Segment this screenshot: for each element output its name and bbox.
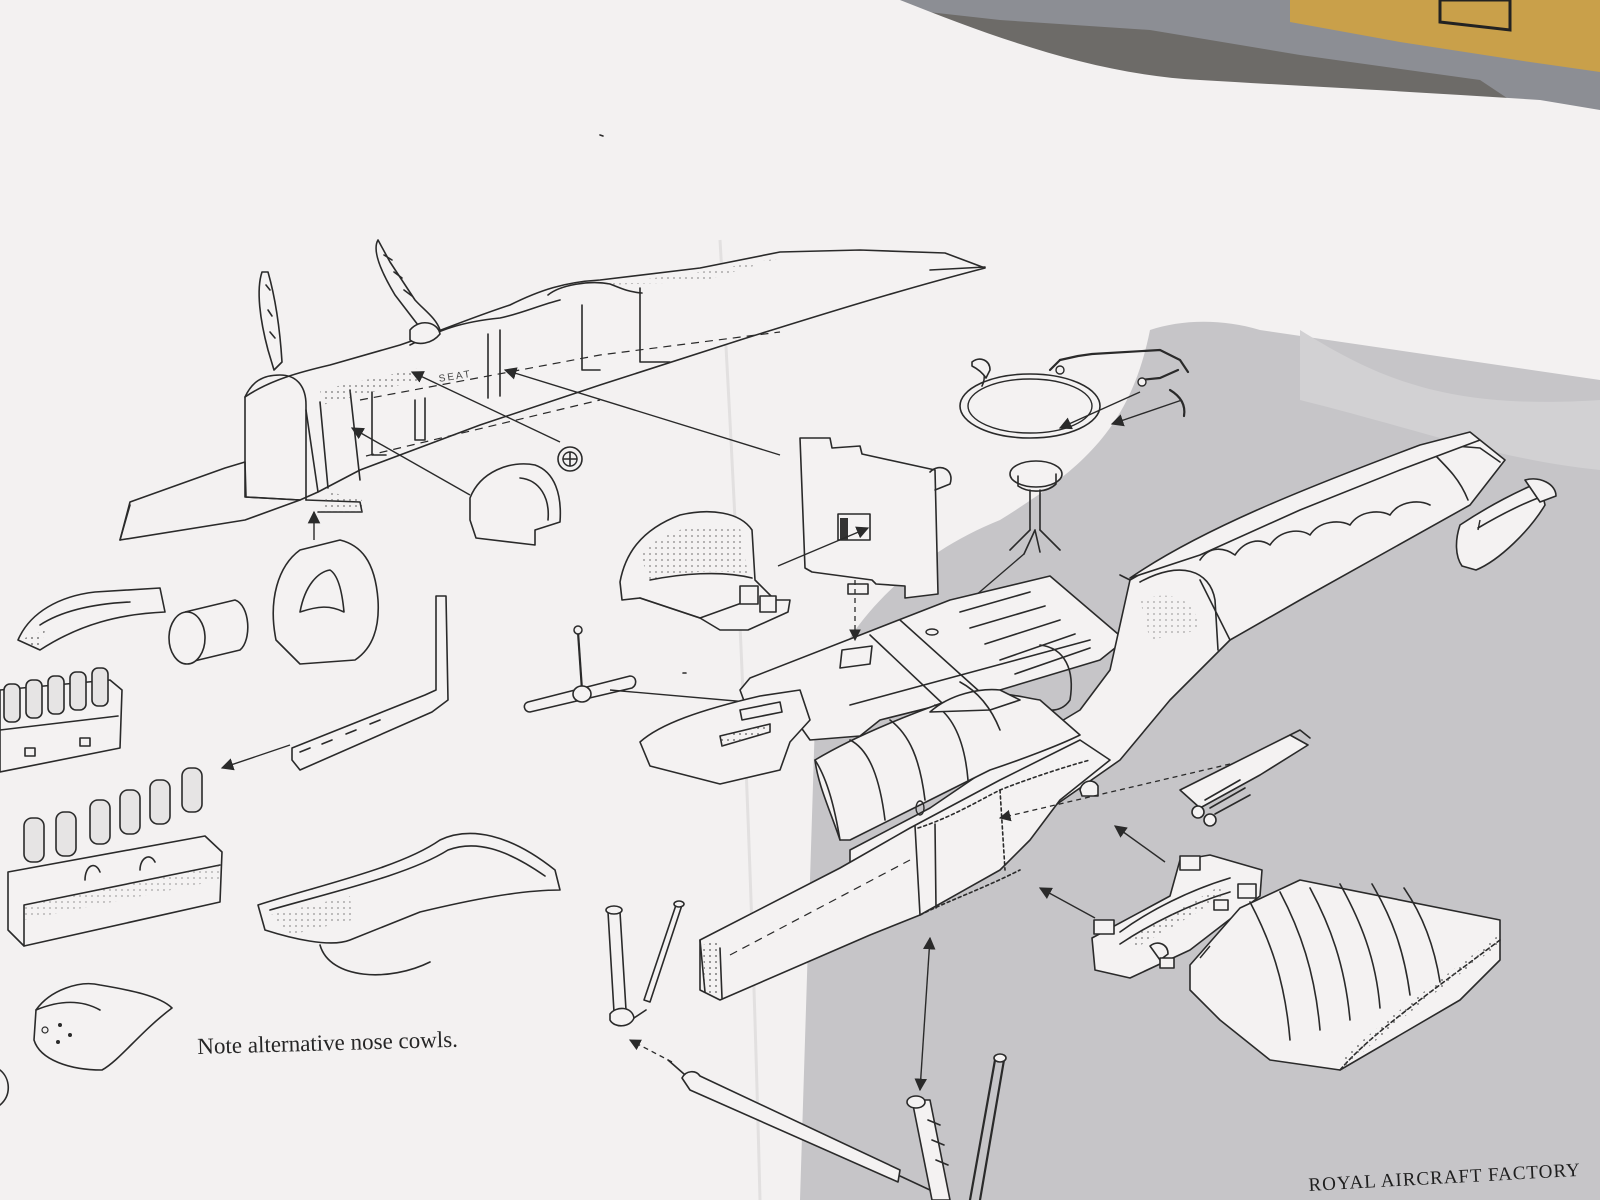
exhaust-manifold-part — [291, 595, 449, 771]
lower-nose-cowl — [257, 832, 561, 976]
engine-cylinders-upper — [0, 667, 123, 773]
engine-cylinders-lower — [7, 767, 223, 947]
undercarriage-struts — [906, 1053, 1007, 1200]
lower-wing-section — [1159, 879, 1501, 1071]
aft-lower-fuselage — [699, 739, 1111, 1001]
machine-gun-part — [1179, 729, 1311, 827]
tail-fairing-part — [1455, 478, 1557, 571]
box-corner — [1290, 0, 1600, 72]
pilot-stool-part — [1009, 460, 1063, 555]
wicker-seat-part — [619, 510, 791, 631]
rear-bulkhead-part — [469, 463, 562, 546]
control-stick-part — [523, 625, 637, 713]
engine-mount-block — [1091, 854, 1263, 979]
interplane-struts — [605, 900, 685, 1027]
cowl-vent-icon — [1079, 780, 1099, 797]
axle-part — [667, 1059, 931, 1191]
rudder-bar-floor-part — [639, 689, 811, 785]
alternative-nose-cowl — [0, 983, 173, 1106]
engine-cowling-section — [814, 681, 1081, 841]
fuselage-decking — [1129, 431, 1481, 579]
roundel-icon — [557, 446, 583, 472]
cowl-top-part — [17, 587, 166, 651]
propeller-blade-right — [375, 239, 441, 345]
propeller-blade-left — [258, 271, 283, 371]
fuel-tank-part — [168, 599, 249, 665]
upper-fuselage — [119, 249, 986, 541]
cockpit-panel-part — [272, 539, 380, 665]
